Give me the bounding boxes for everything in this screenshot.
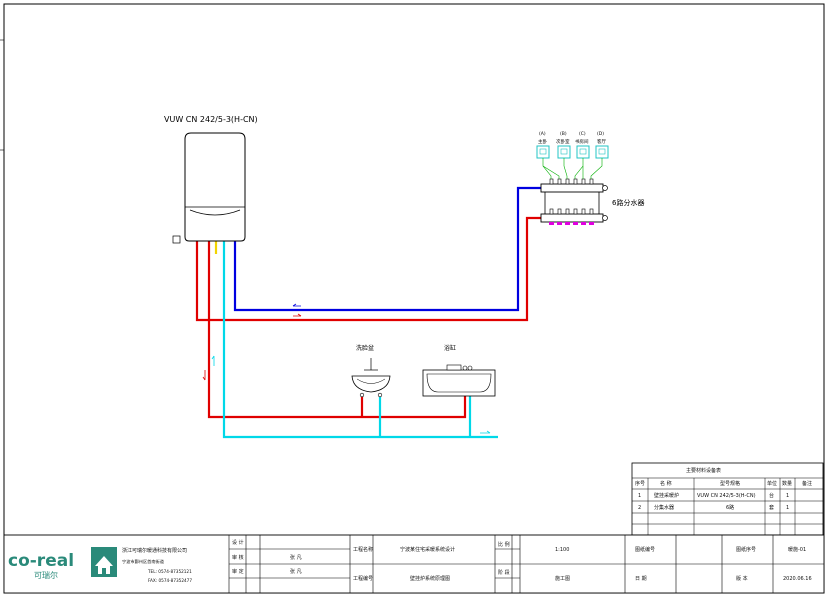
thermostat-zone-a[interactable]: (A) 主卧 [536,131,550,159]
company-address: 宁波市鄞州区首南街道 [122,558,165,565]
bathtub-label: 浴缸 [444,344,456,352]
wash-basin[interactable]: 洗脸盆 [351,344,391,398]
manifold-drain-icon [602,215,608,221]
svg-text:比 例: 比 例 [498,541,510,548]
svg-text:版 本: 版 本 [736,575,748,582]
svg-text:图纸编号: 图纸编号 [635,546,655,553]
table-row: 1 壁挂采暖炉 VUW CN 242/5-3(H-CN) 台 1 [638,492,789,499]
svg-text:主卧: 主卧 [538,138,547,145]
boiler-display-panel [189,209,241,216]
svg-text:VUW CN 242/5-3(H-CN): VUW CN 242/5-3(H-CN) [697,493,756,499]
svg-text:备注: 备注 [802,480,812,487]
svg-text:审 定: 审 定 [232,568,244,575]
svg-text:设 计: 设 计 [232,539,244,546]
supply-flow-arrow [293,313,302,317]
svg-text:书房间: 书房间 [575,138,589,145]
bathtub[interactable]: 浴缸 [422,344,496,397]
cold-water-pipe [222,241,498,439]
svg-text:(A): (A) [539,131,546,137]
materials-table: 主要材料设备表 序号 名 称 型号规格 单位 数量 备注 1 壁挂采暖炉 VUW… [631,462,824,536]
company-fax: FAX: 0574-87352477 [148,578,192,583]
svg-text:套: 套 [769,504,774,511]
manifold-label: 6路分水器 [612,198,644,207]
cold-inlet-arrow [480,430,491,434]
manifold[interactable]: 6路分水器 [540,178,644,225]
thermostat-zone-b[interactable]: (B) 次卧室 [556,131,571,159]
svg-text:型号规格: 型号规格 [720,480,740,487]
manifold-ports [549,178,594,215]
svg-text:6路: 6路 [726,504,734,511]
svg-text:壁挂采暖炉: 壁挂采暖炉 [654,492,679,499]
svg-text:阶 段: 阶 段 [498,569,510,576]
svg-text:可瑞尔: 可瑞尔 [34,570,58,580]
phase-value: 施工图 [555,575,570,582]
company-name: 浙江可瑞尔暖通科技有限公司 [122,547,187,554]
return-flow-arrow [292,303,301,307]
svg-text:序号: 序号 [635,480,645,487]
thermostat-zone-d[interactable]: (D) 客厅 [595,131,609,159]
thermostat-a-icon [536,145,550,159]
boiler-casing [184,132,246,242]
thermostat-wiring [542,158,603,179]
bathtub-faucet-icon [446,364,462,371]
company-tel: TEL: 0574-87352121 [147,569,192,574]
basin-label: 洗脸盆 [356,344,374,352]
svg-text:图纸序号: 图纸序号 [736,546,756,553]
boiler-model-label: VUW CN 242/5-3(H-CN) [164,115,258,124]
manifold-air-vent-icon [602,185,608,191]
materials-table-title: 主要材料设备表 [686,467,721,474]
svg-text:分集水器: 分集水器 [654,504,674,511]
svg-text:数量: 数量 [782,480,792,487]
pipe-network [195,186,541,439]
svg-text:1: 1 [786,493,789,499]
thermostat-d-icon [595,145,609,159]
thermostat-zone-c[interactable]: (C) 书房间 [575,131,590,159]
svg-text:审 核: 审 核 [232,554,244,561]
basin-bowl-icon [351,375,391,393]
svg-text:工程名称: 工程名称 [353,546,373,553]
title-block: co-real 可瑞尔 浙江可瑞尔暖通科技有限公司 宁波市鄞州区首南街道 TEL… [3,534,825,594]
svg-text:1: 1 [638,493,641,499]
company-logo: co-real 可瑞尔 [8,547,117,580]
svg-text:名 称: 名 称 [660,480,672,487]
svg-text:co-real: co-real [8,551,74,571]
wall-boiler[interactable]: VUW CN 242/5-3(H-CN) [164,115,258,244]
svg-text:(C): (C) [579,131,586,137]
hot-flow-arrow [202,370,206,381]
table-row: 2 分集水器 6路 套 1 [638,504,789,511]
thermostat-c-icon [576,145,590,159]
sheet-number: 暖施-01 [788,546,806,553]
project-name: 宁波某住宅采暖系统设计 [400,546,455,553]
manifold-return-bar [540,183,604,193]
checker-name: 张 凡 [290,554,302,561]
svg-text:1: 1 [786,505,789,511]
svg-text:工程编号: 工程编号 [353,575,373,582]
approver-name: 张 凡 [290,568,302,575]
drawing-name: 壁挂炉系统原理图 [410,575,450,582]
room-controller-icon [172,235,181,244]
svg-text:(B): (B) [560,131,567,137]
return-pipe [233,186,541,312]
svg-text:日 期: 日 期 [635,576,647,582]
svg-text:客厅: 客厅 [597,138,606,145]
supply-pipe [195,216,541,322]
svg-text:2: 2 [638,505,641,511]
svg-text:(D): (D) [597,131,604,137]
cold-flow-arrow [211,355,215,366]
drawing-date: 2020.06.16 [783,576,812,582]
thermostat-b-icon [557,145,571,159]
manifold-loop-outlets [549,222,594,225]
svg-text:台: 台 [769,492,774,499]
manifold-supply-bar [540,213,604,223]
scale-value: 1:100 [555,547,569,553]
svg-text:次卧室: 次卧室 [556,138,570,145]
svg-text:单位: 单位 [767,480,777,487]
zone-thermostats: (A) 主卧 (B) 次卧室 (C) 书房间 (D) 客厅 [536,131,609,179]
